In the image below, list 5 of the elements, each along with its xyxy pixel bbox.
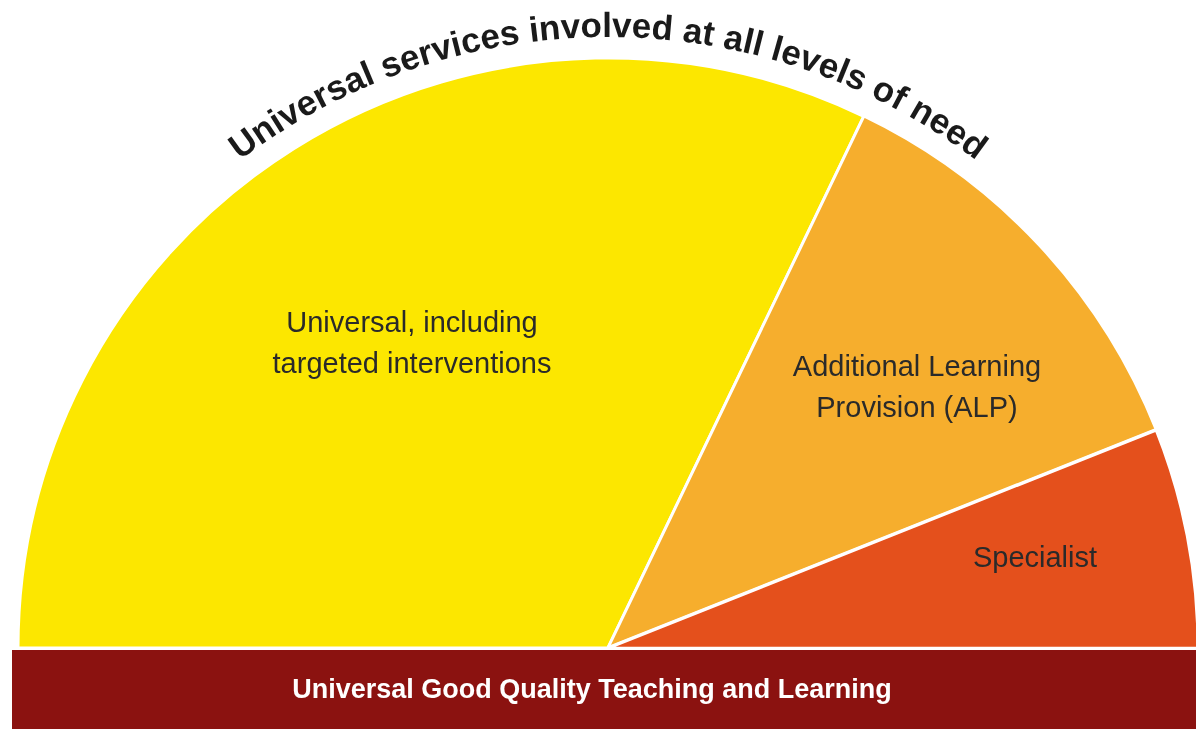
base-bar [12,650,1196,729]
sector-label: Universal, including targeted interventions [271,305,553,381]
bar-label: Universal Good Quality Teaching and Learning [292,673,892,707]
sector-label: Additional Learning Provision (ALP) [791,349,1043,425]
sector-label: Specialist [971,540,1099,575]
